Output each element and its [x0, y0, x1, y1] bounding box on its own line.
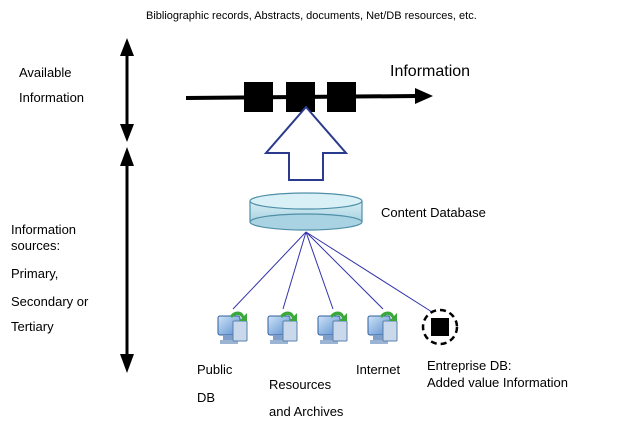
public-db-label-line2: DB	[197, 390, 216, 405]
sources-label-line4: Secondary or	[11, 294, 89, 309]
enterprise-db-label-line1: Entreprise DB:	[427, 358, 512, 373]
internet-label: Internet	[356, 362, 401, 377]
content-database-cylinder	[249, 192, 363, 231]
public-db-label-line1: Public	[197, 362, 233, 377]
computer-icon-public-db	[217, 311, 248, 344]
available-info-double-arrow	[120, 38, 134, 142]
connector-lines	[232, 231, 433, 313]
info-block-1	[244, 82, 273, 112]
sources-label-line1: Information	[11, 222, 77, 237]
header-text: Bibliographic records, Abstracts, docume…	[146, 10, 477, 22]
sources-label-line2: sources:	[11, 238, 61, 253]
information-label: Information	[390, 63, 471, 80]
info-block-2	[286, 82, 315, 112]
enterprise-db-label-line2: Added value Information	[427, 375, 568, 390]
content-database-label: Content Database	[381, 205, 486, 220]
available-label-line2: Information	[19, 90, 85, 105]
computer-icon-resources	[267, 311, 298, 344]
info-sources-double-arrow	[120, 147, 134, 373]
enterprise-db-icon	[421, 308, 459, 346]
resources-label-line1: Resources	[269, 377, 332, 392]
sources-label-line5: Tertiary	[11, 319, 54, 334]
sources-label-line3: Primary,	[11, 266, 59, 281]
hollow-up-arrow	[263, 105, 349, 181]
computer-icon-internet	[367, 311, 398, 344]
info-block-3	[327, 82, 356, 112]
resources-label-line2: and Archives	[269, 404, 344, 419]
available-label-line1: Available	[19, 65, 72, 80]
computer-icon-archives	[317, 311, 348, 344]
